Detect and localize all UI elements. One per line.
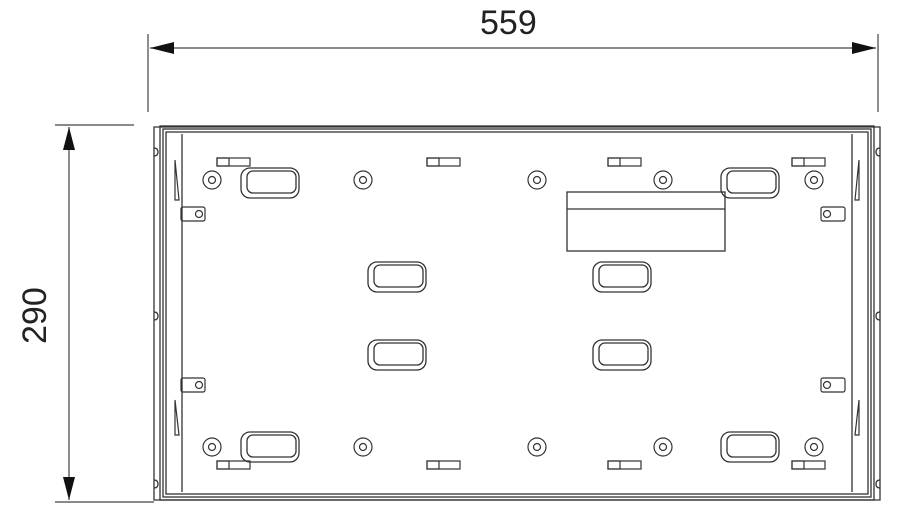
height-dimension (55, 124, 154, 503)
side-clips (174, 159, 860, 436)
height-arrow-top (63, 127, 75, 150)
width-dimension (147, 34, 879, 112)
width-arrow-left (150, 42, 174, 54)
small-tabs (216, 157, 826, 470)
width-arrow-right (852, 42, 876, 54)
plate-outline (153, 125, 881, 501)
height-arrow-bottom (63, 477, 75, 500)
height-dimension-label: 290 (16, 287, 54, 344)
keyhole-slots (240, 167, 780, 463)
width-dimension-label: 559 (480, 4, 537, 42)
screw-holes (202, 170, 824, 457)
label-area (566, 191, 726, 252)
